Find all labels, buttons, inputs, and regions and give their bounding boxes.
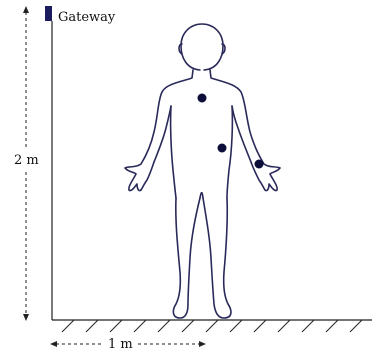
height-label: 2 m: [14, 153, 39, 168]
human-figure: [125, 24, 280, 318]
width-label: 1 m: [108, 337, 133, 352]
gateway-label: Gateway: [58, 10, 116, 25]
sensor-node-chest: [198, 94, 207, 103]
sensor-node-wrist: [255, 160, 264, 169]
gateway-marker: [45, 6, 52, 21]
sensor-node-waist: [218, 144, 227, 153]
floor: [52, 320, 372, 332]
